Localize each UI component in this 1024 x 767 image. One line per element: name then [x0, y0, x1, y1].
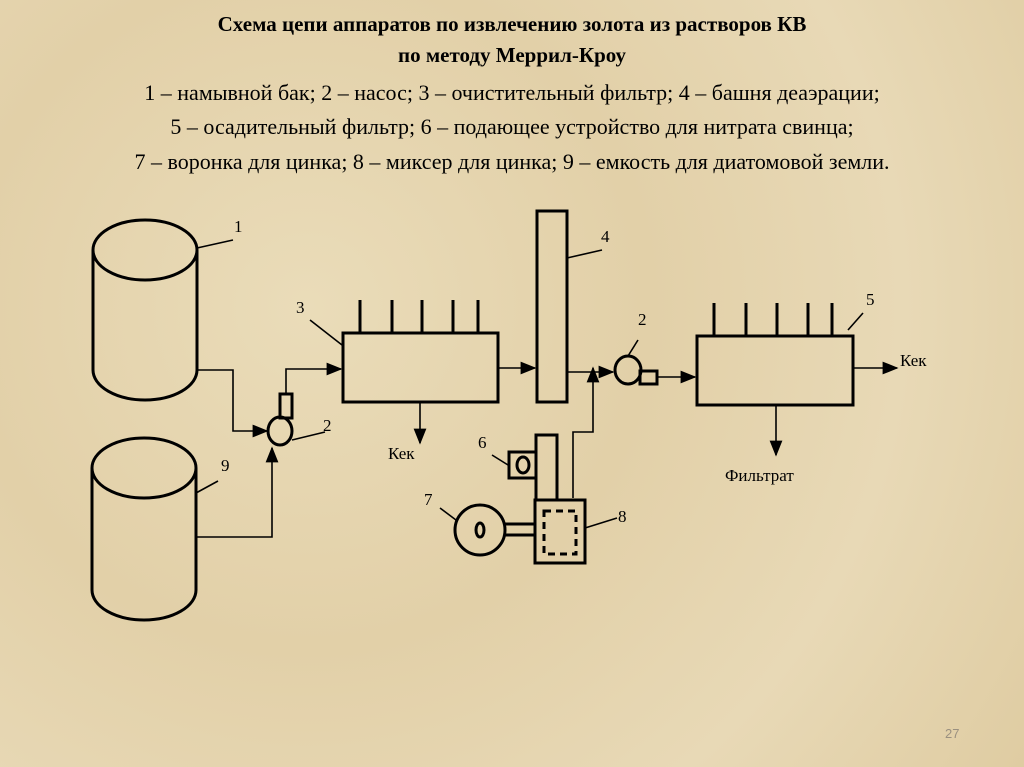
lead-nitrate-feeder-6 [507, 433, 559, 502]
label-3: 3 [296, 298, 305, 317]
pipelines [195, 239, 899, 538]
pump-2-right [613, 354, 659, 386]
diatomite-tank-9 [90, 436, 198, 622]
output-filtrate: Фильтрат [725, 466, 794, 485]
label-7: 7 [424, 490, 433, 509]
label-9: 9 [221, 456, 230, 475]
zinc-mixer-8 [533, 498, 587, 565]
output-cake-filter3: Кек [388, 444, 415, 463]
legend-line-2: 5 – осадительный фильтр; 6 – подающее ус… [170, 114, 854, 139]
legend-line-1: 1 – намывной бак; 2 – насос; 3 – очистит… [144, 80, 880, 105]
label-5: 5 [866, 290, 875, 309]
label-6: 6 [478, 433, 487, 452]
label-1: 1 [234, 217, 243, 236]
legend-line-3: 7 – воронка для цинка; 8 – миксер для ци… [134, 149, 890, 174]
wash-tank-1 [91, 218, 199, 402]
label-2-left: 2 [323, 416, 332, 435]
page-number: 27 [945, 726, 960, 741]
zinc-cone-7 [453, 503, 535, 557]
clarifying-filter-3 [341, 300, 500, 404]
label-8: 8 [618, 507, 627, 526]
slide-title-line1: Схема цепи аппаратов по извлечению золот… [217, 12, 807, 36]
label-2-right: 2 [638, 310, 647, 329]
deaeration-tower-4 [535, 209, 569, 404]
label-4: 4 [601, 227, 610, 246]
pump-2-left [266, 392, 294, 447]
slide-title-line2: по методу Меррил-Кроу [398, 43, 626, 67]
precipitation-filter-5 [695, 303, 855, 407]
output-cake-filter5: Кек [900, 351, 927, 370]
